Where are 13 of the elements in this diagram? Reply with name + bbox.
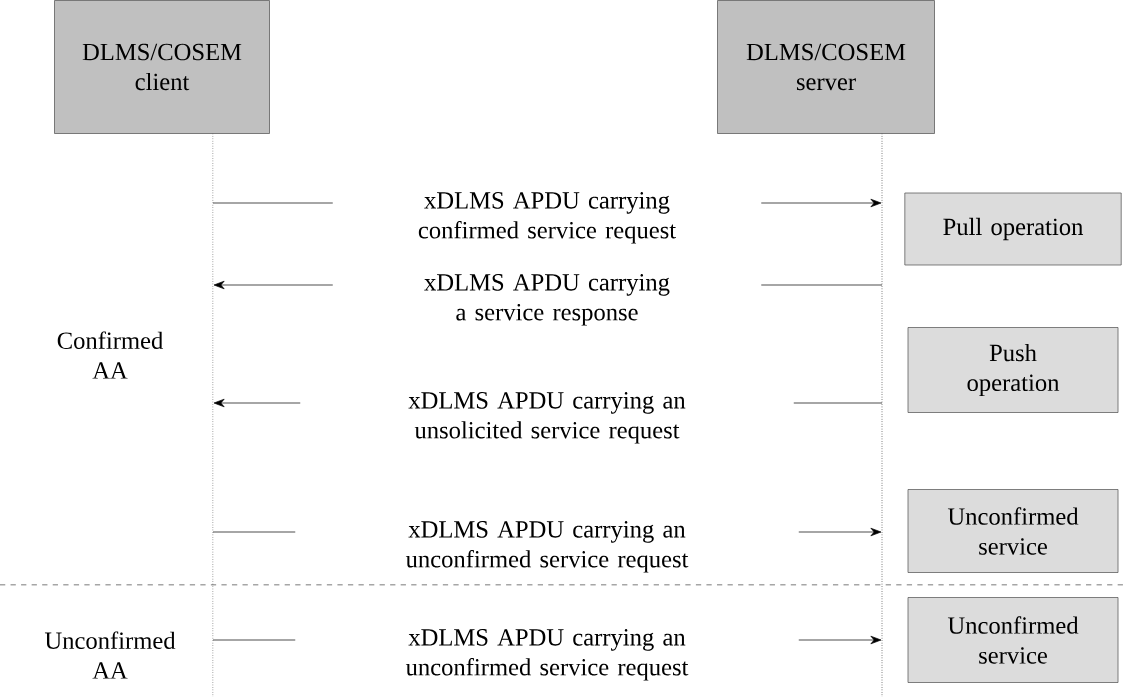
operation-box: Unconfirmed service	[907, 597, 1119, 683]
edge-label: xDLMS APDU carrying confirmed service request	[332, 190, 762, 246]
edge-label: xDLMS APDU carrying a service response	[332, 272, 762, 328]
edge-label: xDLMS APDU carrying an unconfirmed service request	[295, 627, 799, 683]
edge-label: xDLMS APDU carrying an unsolicited service request	[300, 390, 794, 446]
edge-label: xDLMS APDU carrying an unconfirmed service request	[295, 519, 799, 575]
phase-label: Unconfirmed AA	[44, 631, 176, 679]
operation-box: Unconfirmed service	[907, 489, 1119, 573]
participant-box: DLMS/COSEM server	[717, 0, 935, 134]
phase-label: Confirmed AA	[57, 331, 163, 379]
operation-box: Push operation	[907, 327, 1119, 413]
operation-box: Pull operation	[904, 192, 1122, 266]
participant-box: DLMS/COSEM client	[54, 0, 270, 134]
